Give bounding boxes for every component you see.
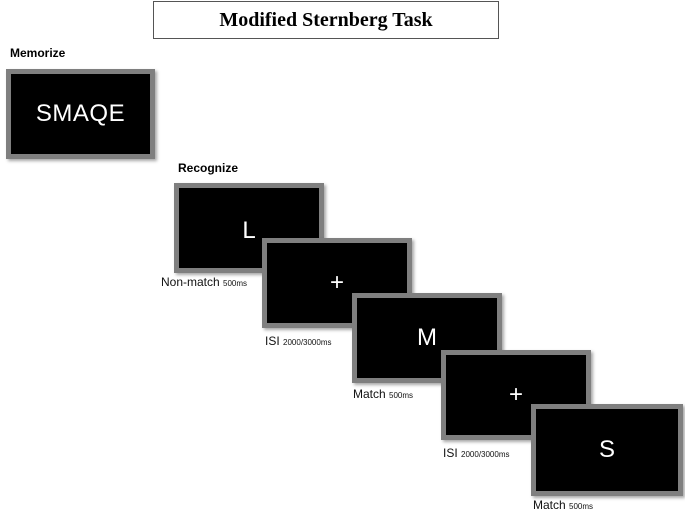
memorize-screen: SMAQE <box>6 69 155 159</box>
trial-stimulus-5: S <box>598 436 615 463</box>
memorize-label: Memorize <box>10 46 66 60</box>
trial-caption-2: ISI 2000/3000ms <box>265 334 332 348</box>
trial-stimulus-3: M <box>417 324 437 351</box>
trial-caption-5-label: Match <box>533 498 566 512</box>
trial-caption-1-label: Non-match <box>161 275 220 289</box>
trial-screen-4: + <box>441 350 591 440</box>
trial-caption-3-label: Match <box>353 387 386 401</box>
recognize-label: Recognize <box>178 161 239 175</box>
trial-caption-4-label: ISI <box>443 446 458 460</box>
trial-stimulus-1: L <box>242 217 256 244</box>
diagram-title: Modified Sternberg Task <box>153 1 499 39</box>
trial-caption-3: Match 500ms <box>353 387 413 401</box>
trial-caption-3-duration: 500ms <box>389 391 414 400</box>
trial-caption-1: Non-match 500ms <box>161 275 247 289</box>
trial-caption-2-label: ISI <box>265 334 280 348</box>
memorize-stimulus: SMAQE <box>35 100 126 127</box>
trial-caption-4: ISI 2000/3000ms <box>443 446 510 460</box>
trial-caption-1-duration: 500ms <box>223 279 248 288</box>
trial-caption-4-duration: 2000/3000ms <box>461 450 510 459</box>
trial-stimulus-4: + <box>508 381 523 408</box>
trial-screen-5: S <box>531 404 683 496</box>
trial-caption-5-duration: 500ms <box>569 502 594 511</box>
trial-caption-2-duration: 2000/3000ms <box>283 338 332 347</box>
trial-caption-5: Match 500ms <box>533 498 593 512</box>
trial-screen-1: L <box>174 183 324 273</box>
trial-stimulus-2: + <box>329 269 344 296</box>
